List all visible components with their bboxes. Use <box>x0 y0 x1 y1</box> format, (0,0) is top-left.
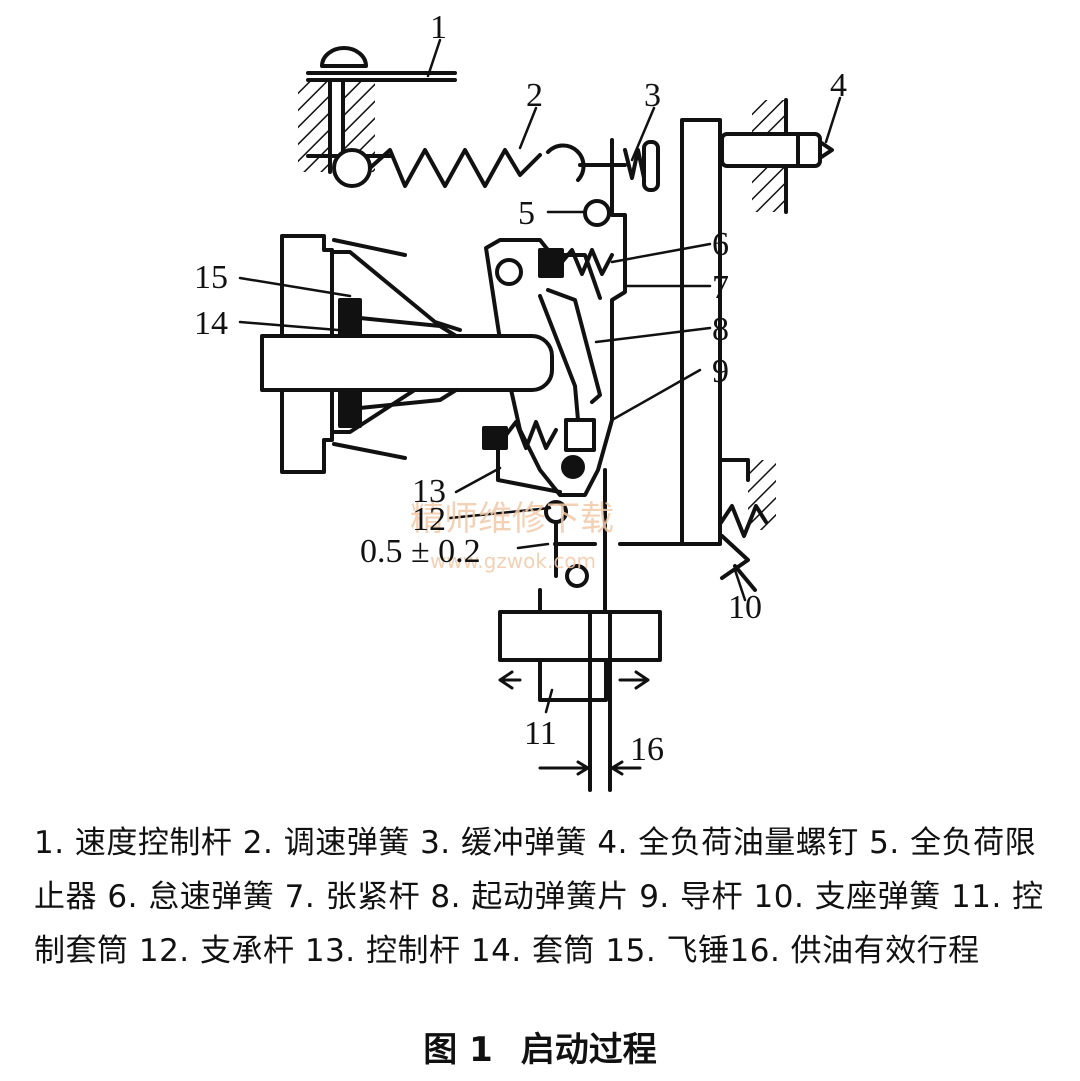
full-load-screw <box>720 98 834 214</box>
label-7: 7 <box>712 269 729 306</box>
spring-hook <box>546 143 586 182</box>
label-15: 15 <box>194 259 228 296</box>
full-load-stop <box>583 199 611 227</box>
control-sleeve <box>498 588 662 792</box>
governor-spring <box>368 148 542 188</box>
speed-control-lever <box>298 46 457 188</box>
figure-caption: 1. 速度控制杆 2. 调速弹簧 3. 缓冲弹簧 4. 全负荷油量螺钉 5. 全… <box>34 825 1044 969</box>
tension-lever <box>484 138 627 497</box>
flyweight-assembly <box>260 234 554 474</box>
label-6: 6 <box>712 226 729 263</box>
tension-lever-pivot <box>495 258 523 286</box>
buffer-spring <box>578 140 660 192</box>
control-lever-spring <box>482 418 596 494</box>
seat-spring <box>718 458 776 592</box>
figure-number: 图 1 <box>423 1030 493 1070</box>
effective-stroke-dimension <box>538 760 642 776</box>
label-14: 14 <box>194 305 228 342</box>
label-gap: 0.5 ± 0.2 <box>360 533 481 570</box>
label-8: 8 <box>712 311 729 348</box>
label-16: 16 <box>630 731 664 768</box>
label-9: 9 <box>712 353 729 390</box>
figure-title: 图 1 启动过程 <box>0 1022 1080 1071</box>
label-4: 4 <box>830 67 847 104</box>
label-5: 5 <box>518 195 535 232</box>
label-3: 3 <box>644 77 661 114</box>
idle-spring <box>538 248 614 278</box>
watermark-text: 精师维修下载 <box>410 499 614 539</box>
label-10: 10 <box>728 589 762 626</box>
label-11: 11 <box>524 715 557 752</box>
label-13: 13 <box>412 473 446 510</box>
governor-diagram: 精师维修下载 www.gzwok.com 1 2 3 4 5 6 7 8 9 1… <box>194 9 847 792</box>
start-spring-leaf <box>546 288 602 404</box>
label-1: 1 <box>430 9 447 46</box>
label-2: 2 <box>526 77 543 114</box>
watermark-url: www.gzwok.com <box>430 549 596 573</box>
label-12: 12 <box>412 501 446 538</box>
leader-lines <box>238 38 842 714</box>
guide-rod <box>680 118 722 546</box>
figure-title-text: 启动过程 <box>520 1030 657 1070</box>
